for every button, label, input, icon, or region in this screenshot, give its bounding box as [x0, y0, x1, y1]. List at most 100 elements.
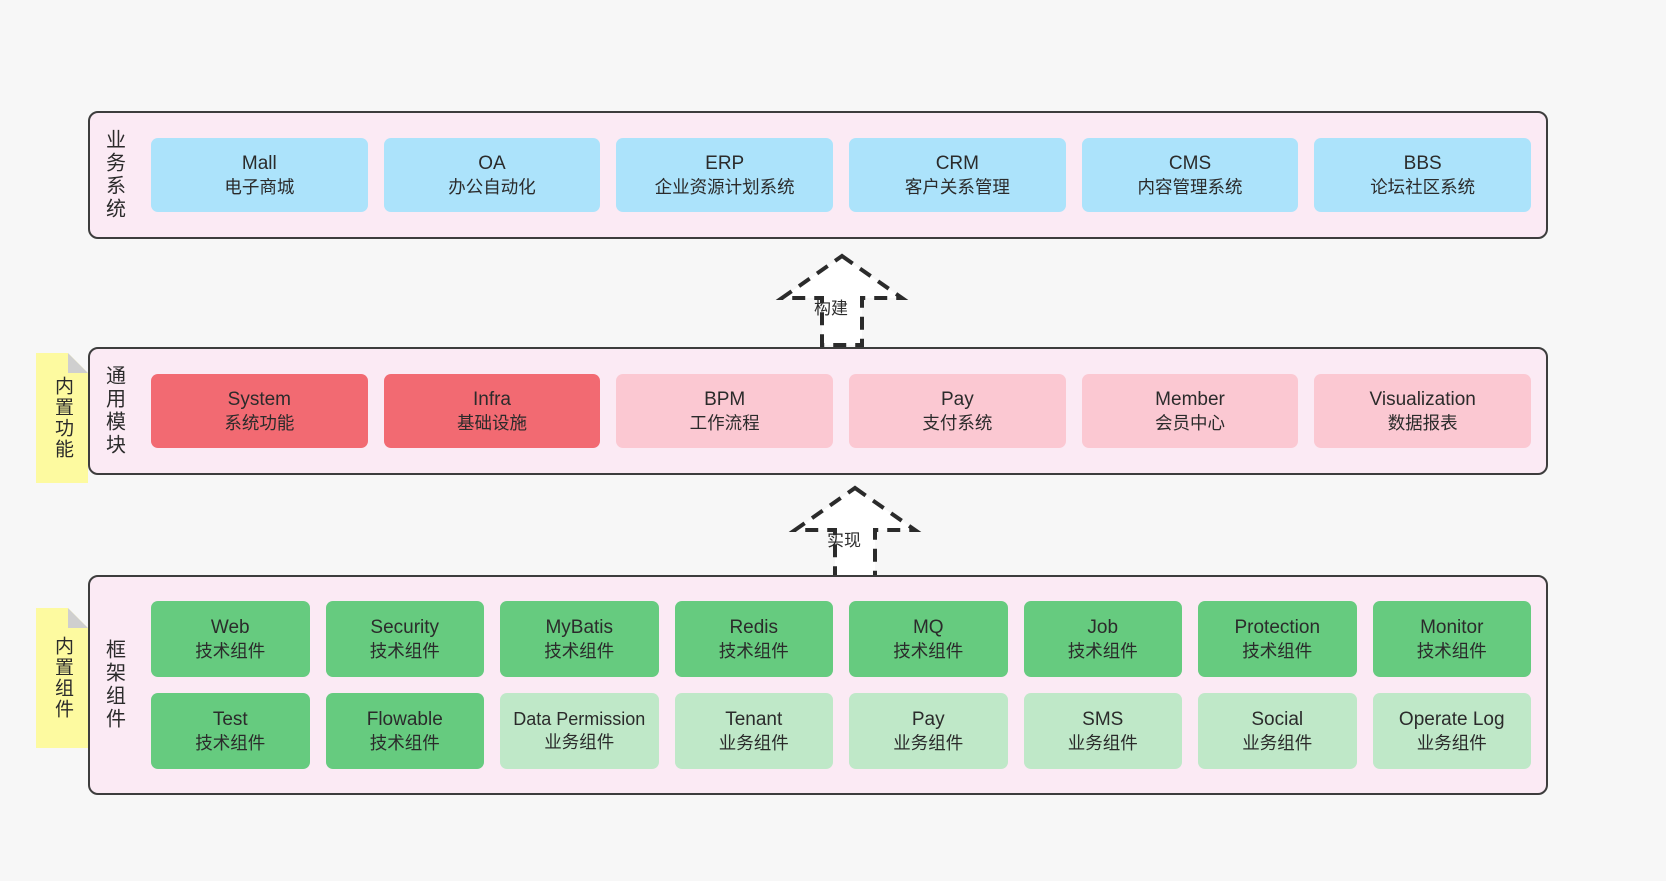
card-pay-module[interactable]: Pay 支付系统 [849, 374, 1066, 448]
card-title-zh: 业务组件 [1416, 732, 1487, 753]
card-title-zh: 业务组件 [544, 732, 615, 753]
card-job[interactable]: Job 技术组件 [1023, 601, 1182, 677]
card-title-zh: 内容管理系统 [1137, 176, 1243, 197]
card-title-zh: 技术组件 [1242, 640, 1313, 661]
card-data-permission[interactable]: Data Permission 业务组件 [500, 693, 659, 769]
card-title-en: Redis [729, 616, 779, 638]
card-title-en: OA [478, 152, 506, 174]
card-mybatis[interactable]: MyBatis 技术组件 [500, 601, 659, 677]
card-title-en: Tenant [725, 708, 783, 730]
card-web[interactable]: Web 技术组件 [151, 601, 310, 677]
card-title-en: MQ [912, 616, 944, 638]
card-title-zh: 论坛社区系统 [1370, 176, 1476, 197]
card-title-en: CMS [1168, 152, 1212, 174]
note-fold-corner-icon [68, 353, 88, 373]
card-mall[interactable]: Mall 电子商城 [151, 138, 368, 212]
card-title-zh: 业务组件 [1242, 732, 1313, 753]
card-title-zh: 技术组件 [195, 732, 266, 753]
card-title-en: Test [212, 708, 248, 730]
card-title-zh: 工作流程 [689, 412, 760, 433]
card-tenant[interactable]: Tenant 业务组件 [674, 693, 833, 769]
connector-label-build: 构建 [814, 299, 848, 318]
card-title-en: Mall [241, 152, 277, 174]
card-visualization[interactable]: Visualization 数据报表 [1314, 374, 1532, 448]
connector-implement-arrow: 实现 [765, 484, 945, 579]
card-pay-component[interactable]: Pay 业务组件 [849, 693, 1008, 769]
card-bpm[interactable]: BPM 工作流程 [616, 374, 834, 448]
note-builtin-components: 内置组件 [36, 608, 88, 748]
card-title-en: Web [210, 616, 250, 638]
card-test[interactable]: Test 技术组件 [151, 693, 310, 769]
note-fold-corner-icon [68, 608, 88, 628]
layer-common-modules: 通用模块 System 系统功能 Infra 基础设施 BPM 工作流程 Pay… [88, 347, 1548, 475]
card-title-zh: 技术组件 [1067, 640, 1138, 661]
card-infra[interactable]: Infra 基础设施 [383, 374, 601, 448]
card-title-zh: 系统功能 [224, 412, 295, 433]
card-title-en: Pay [911, 708, 945, 730]
connector-build-arrow: 构建 [752, 252, 932, 347]
layer-body-framework: Web 技术组件 Security 技术组件 MyBatis 技术组件 Redi… [136, 577, 1546, 793]
card-title-en: Job [1087, 616, 1119, 638]
card-title-en: Data Permission [513, 709, 646, 730]
card-title-zh: 电子商城 [224, 176, 295, 197]
card-title-en: System [227, 388, 292, 410]
layer-framework-components: 框架组件 Web 技术组件 Security 技术组件 MyBatis 技术组件… [88, 575, 1548, 795]
layer-row: System 系统功能 Infra 基础设施 BPM 工作流程 Pay 支付系统… [151, 374, 1532, 448]
card-oa[interactable]: OA 办公自动化 [383, 138, 601, 212]
card-title-zh: 技术组件 [369, 732, 440, 753]
card-title-en: Monitor [1420, 616, 1484, 638]
card-title-zh: 办公自动化 [448, 176, 536, 197]
card-sms[interactable]: SMS 业务组件 [1023, 693, 1182, 769]
card-title-en: Visualization [1369, 388, 1476, 410]
card-title-zh: 业务组件 [718, 732, 789, 753]
card-title-zh: 客户关系管理 [904, 176, 1010, 197]
card-title-zh: 数据报表 [1387, 412, 1458, 433]
layer-title-framework: 框架组件 [102, 639, 125, 731]
card-title-en: Social [1251, 708, 1304, 730]
card-bbs[interactable]: BBS 论坛社区系统 [1314, 138, 1532, 212]
card-cms[interactable]: CMS 内容管理系统 [1081, 138, 1299, 212]
card-title-zh: 基础设施 [457, 412, 527, 433]
card-title-en: Pay [940, 388, 974, 410]
card-title-zh: 技术组件 [544, 640, 615, 661]
card-title-zh: 技术组件 [893, 640, 964, 661]
card-title-en: Member [1155, 388, 1225, 410]
card-protection[interactable]: Protection 技术组件 [1198, 601, 1357, 677]
card-title-zh: 技术组件 [369, 640, 440, 661]
card-redis[interactable]: Redis 技术组件 [674, 601, 833, 677]
card-title-zh: 技术组件 [718, 640, 789, 661]
layer-row: Test 技术组件 Flowable 技术组件 Data Permission … [151, 693, 1531, 769]
card-operate-log[interactable]: Operate Log 业务组件 [1372, 693, 1531, 769]
card-title-zh: 技术组件 [1416, 640, 1487, 661]
note-label: 内置功能 [51, 376, 73, 460]
layer-body-common: System 系统功能 Infra 基础设施 BPM 工作流程 Pay 支付系统… [136, 349, 1546, 473]
card-title-zh: 业务组件 [893, 732, 964, 753]
card-social[interactable]: Social 业务组件 [1198, 693, 1357, 769]
note-label: 内置组件 [51, 636, 73, 720]
card-monitor[interactable]: Monitor 技术组件 [1372, 601, 1531, 677]
card-title-zh: 业务组件 [1067, 732, 1138, 753]
card-title-en: SMS [1082, 708, 1124, 730]
card-flowable[interactable]: Flowable 技术组件 [325, 693, 484, 769]
layer-row: Mall 电子商城 OA 办公自动化 ERP 企业资源计划系统 CRM 客户关系… [151, 138, 1532, 212]
layer-body-business: Mall 电子商城 OA 办公自动化 ERP 企业资源计划系统 CRM 客户关系… [136, 113, 1546, 237]
card-member[interactable]: Member 会员中心 [1081, 374, 1299, 448]
card-title-en: BBS [1403, 152, 1442, 174]
layer-title-business: 业务系统 [102, 129, 125, 221]
card-title-en: CRM [935, 152, 979, 174]
card-title-en: Protection [1234, 616, 1321, 638]
card-mq[interactable]: MQ 技术组件 [849, 601, 1008, 677]
layer-row: Web 技术组件 Security 技术组件 MyBatis 技术组件 Redi… [151, 601, 1531, 677]
card-title-en: Infra [472, 388, 512, 410]
card-crm[interactable]: CRM 客户关系管理 [849, 138, 1066, 212]
card-title-en: Operate Log [1398, 708, 1505, 730]
card-erp[interactable]: ERP 企业资源计划系统 [616, 138, 834, 212]
card-title-en: BPM [704, 388, 746, 410]
connector-label-implement: 实现 [827, 531, 861, 550]
layer-business-systems: 业务系统 Mall 电子商城 OA 办公自动化 ERP 企业资源计划系统 CRM… [88, 111, 1548, 239]
card-title-zh: 支付系统 [922, 412, 993, 433]
note-builtin-features: 内置功能 [36, 353, 88, 483]
card-security[interactable]: Security 技术组件 [325, 601, 484, 677]
card-title-en: MyBatis [545, 616, 614, 638]
card-system[interactable]: System 系统功能 [151, 374, 368, 448]
